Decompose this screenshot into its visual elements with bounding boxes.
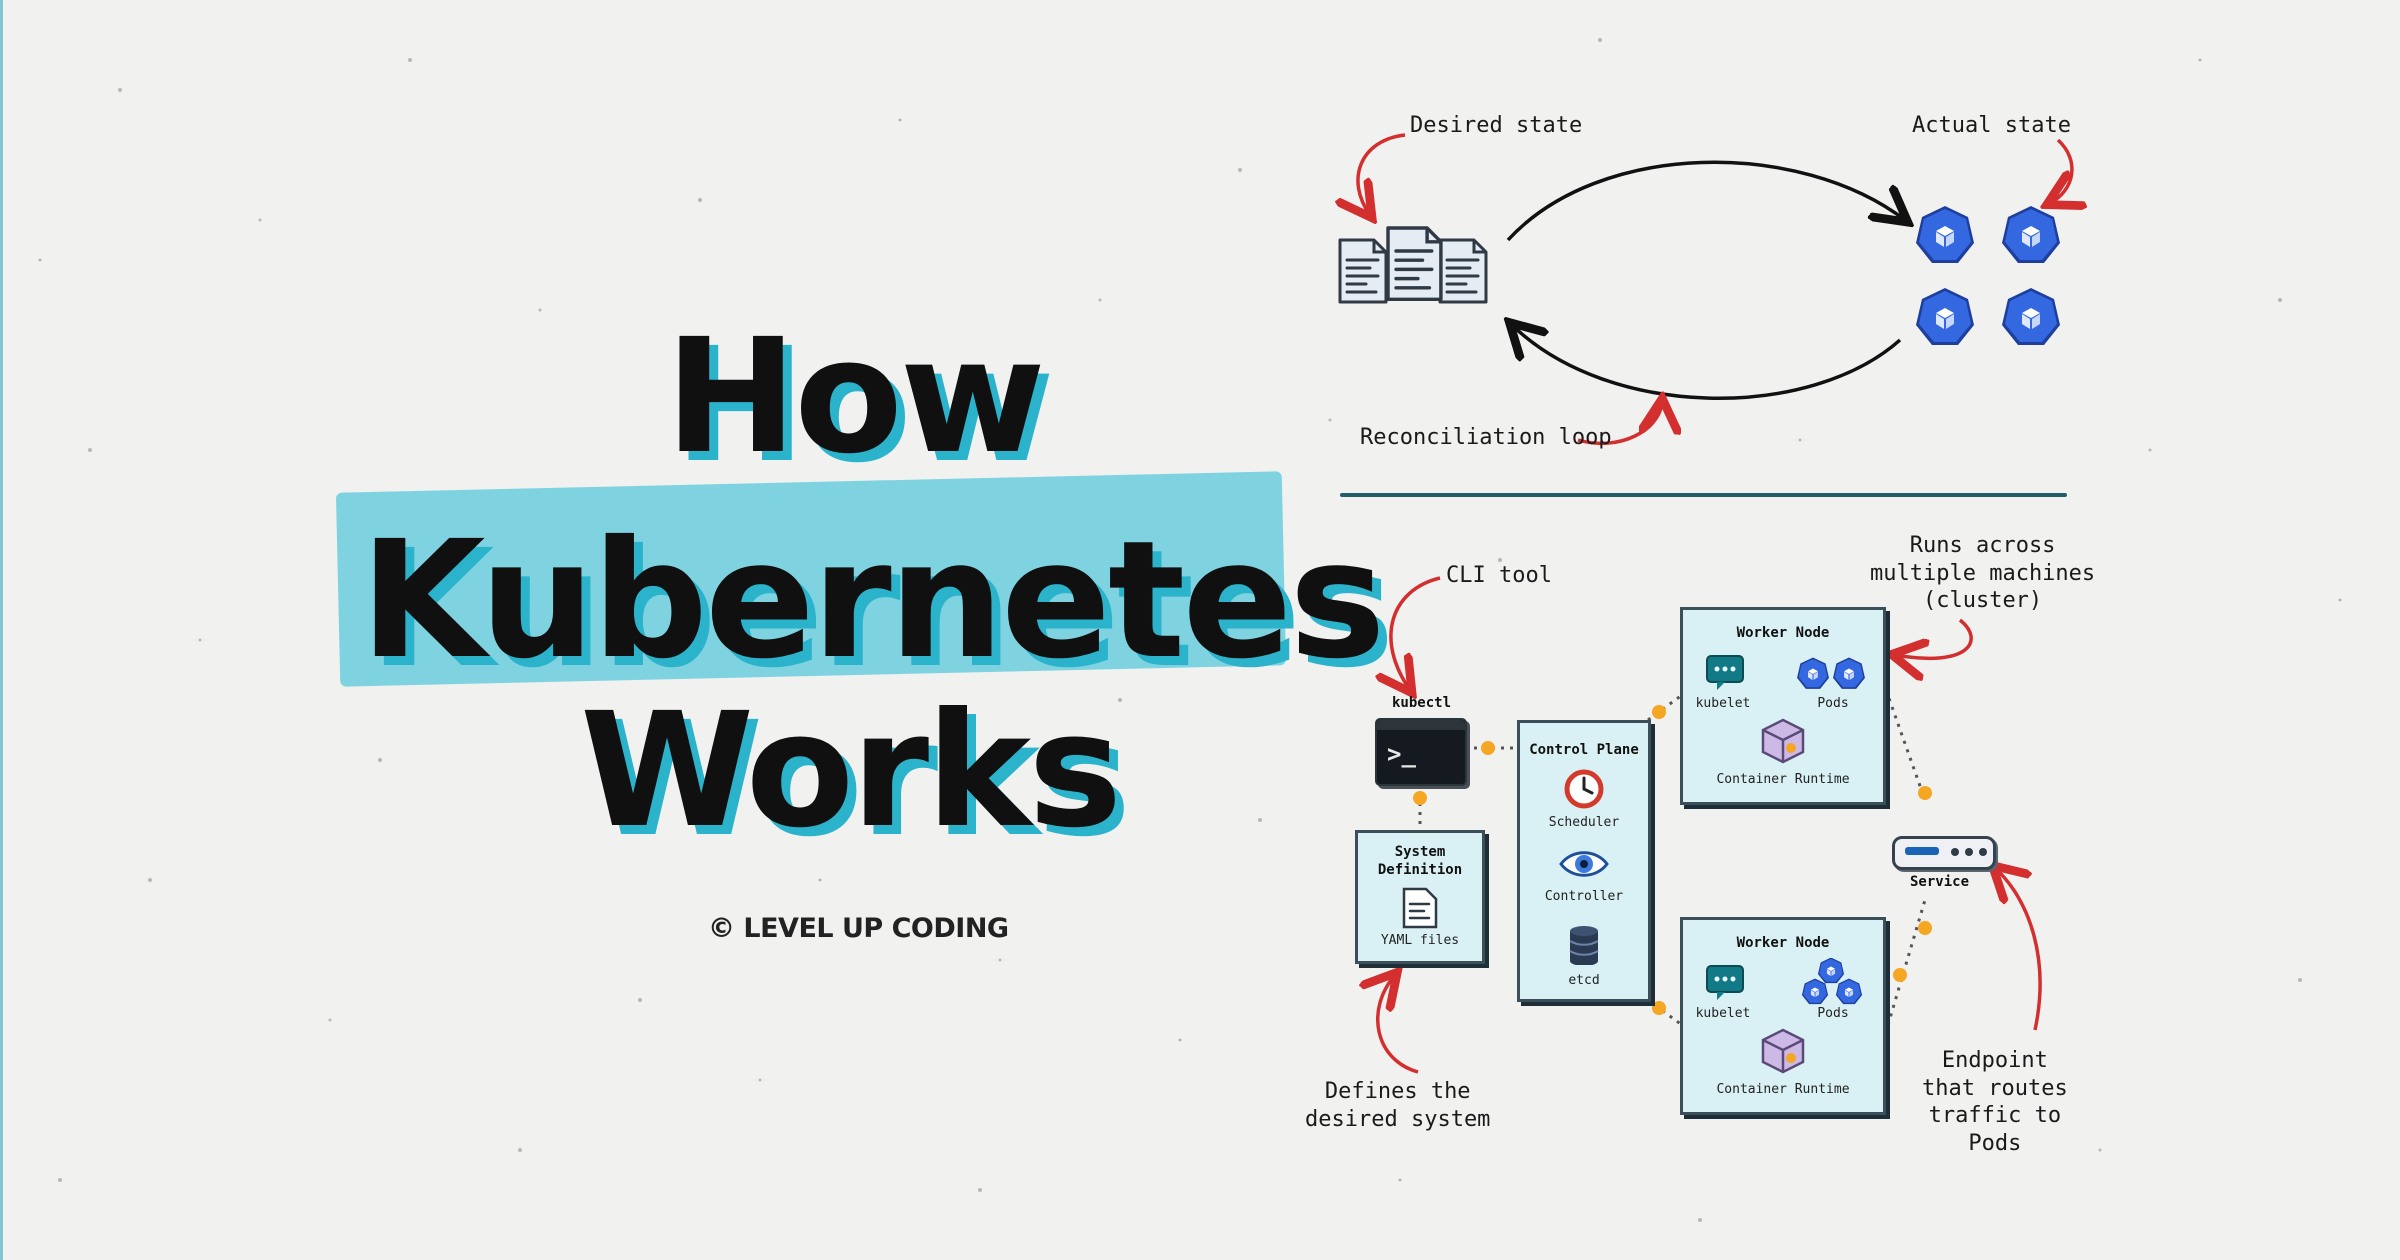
service-icon xyxy=(1892,836,1996,870)
worker-node-title: Worker Node xyxy=(1736,625,1830,641)
etcd-label: etcd xyxy=(1568,973,1600,988)
endpoint-note: Endpoint that routes traffic to Pods xyxy=(1922,1048,2068,1156)
yaml-files-label: YAML files xyxy=(1380,933,1460,948)
k8s-pod-icon xyxy=(1797,657,1865,689)
cli-tool-label: CLI tool xyxy=(1446,563,1552,588)
runs-across-note: Runs across multiple machines (cluster) xyxy=(1870,533,2096,613)
brand-credit: © LEVEL UP CODING xyxy=(708,913,1009,944)
container-runtime-icon xyxy=(1761,1028,1805,1074)
reconcile-arrow xyxy=(1512,325,1902,400)
chat-bubble-icon xyxy=(1706,965,1744,1000)
title-line-3: Works xyxy=(580,679,1122,863)
controller-label: Controller xyxy=(1544,889,1624,904)
worker-node-box: Worker Node kubelet Pods Container Runti… xyxy=(1680,607,1886,805)
terminal-icon: >_ xyxy=(1375,718,1467,786)
section-divider xyxy=(1340,493,2067,497)
chat-bubble-icon xyxy=(1706,655,1744,690)
kubelet-label: kubelet xyxy=(1695,696,1751,711)
control-plane-title: Control Plane xyxy=(1529,742,1639,758)
kubelet-label: kubelet xyxy=(1695,1006,1751,1021)
desired-to-actual-arrow xyxy=(1506,160,1905,242)
container-runtime-label: Container Runtime xyxy=(1716,772,1850,787)
defines-desired-system-note: Defines the desired system xyxy=(1305,1079,1491,1132)
system-definition-box: System Definition YAML files xyxy=(1355,830,1485,964)
worker-node-title: Worker Node xyxy=(1736,935,1830,951)
kubectl-label: kubectl xyxy=(1392,695,1452,711)
pods-label: Pods xyxy=(1817,696,1849,711)
service-label: Service xyxy=(1910,874,1970,890)
yaml-file-icon xyxy=(1402,887,1438,929)
k8s-pod-icon xyxy=(1801,958,1863,1005)
clock-icon xyxy=(1564,769,1604,809)
scheduler-label: Scheduler xyxy=(1548,815,1620,830)
reconciliation-loop-label: Reconciliation loop xyxy=(1360,425,1612,450)
connector-dots xyxy=(1413,705,1932,1015)
title-line-2: Kubernetes xyxy=(360,507,1386,695)
system-definition-title: System Definition xyxy=(1377,844,1463,879)
desired-state-label: Desired state xyxy=(1410,113,1583,138)
database-icon xyxy=(1569,926,1599,965)
title-line-1: How xyxy=(665,305,1046,489)
actual-state-label: Actual state xyxy=(1912,113,2071,138)
k8s-pod-icon xyxy=(1916,206,2060,345)
control-plane-box: Control Plane Scheduler Controller etcd xyxy=(1517,720,1651,1002)
eye-icon xyxy=(1559,851,1609,877)
container-runtime-icon xyxy=(1761,718,1805,764)
document-stack-icon xyxy=(1338,226,1488,304)
worker-node-box: Worker Node kubelet Pods Container Runti… xyxy=(1680,917,1886,1115)
pods-label: Pods xyxy=(1817,1006,1849,1021)
container-runtime-label: Container Runtime xyxy=(1716,1082,1850,1097)
